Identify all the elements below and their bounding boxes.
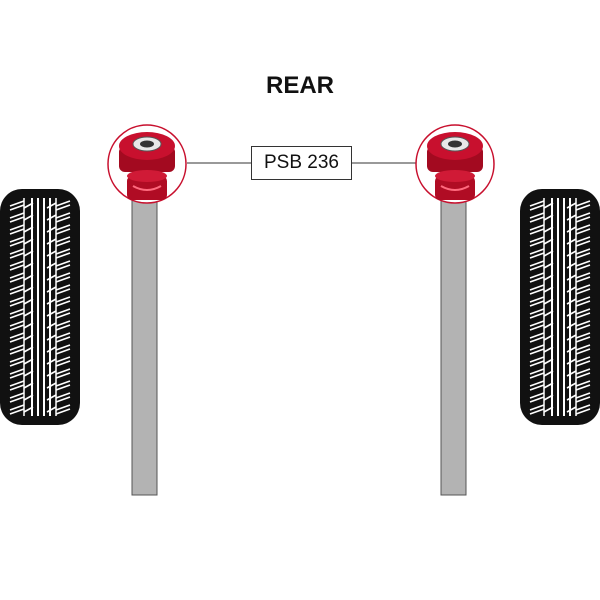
left-bush-callout [107,124,187,204]
left-leaf-spring [131,189,158,496]
diagram-title: REAR [265,72,334,99]
left-bush-icon [118,131,176,201]
left-tyre [0,189,80,425]
right-tyre [520,189,600,425]
right-bush-icon [426,131,484,201]
part-number-label: PSB 236 [251,146,352,180]
right-bush-callout [415,124,495,204]
right-leaf-spring [440,189,467,496]
